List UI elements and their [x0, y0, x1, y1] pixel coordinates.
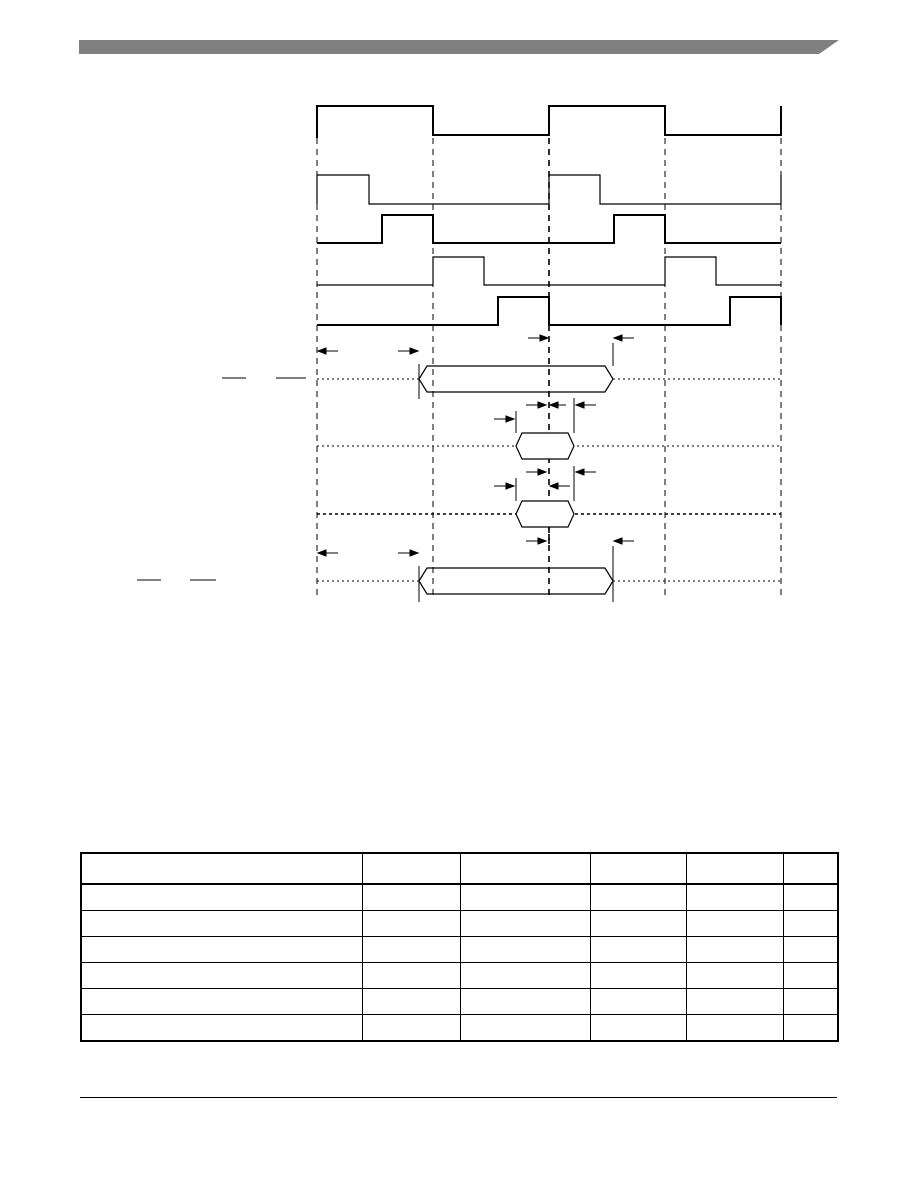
table-cell	[685, 910, 784, 937]
timing-diagram	[137, 105, 782, 602]
table-header-cell	[361, 852, 461, 885]
table-row	[80, 962, 839, 989]
table-header-cell	[685, 852, 784, 885]
table-cell	[80, 1014, 363, 1042]
table-cell	[459, 883, 591, 911]
table-row	[80, 936, 839, 963]
arrow-head	[409, 347, 420, 355]
arrow-head	[409, 549, 420, 557]
table-cell	[459, 910, 591, 937]
table-cell	[782, 1014, 839, 1042]
bus-valid-shape	[418, 567, 614, 595]
table-cell	[361, 910, 461, 937]
arrow-head	[612, 537, 623, 545]
waveform-phase-1	[316, 174, 782, 205]
arrow-head	[316, 549, 327, 557]
table-cell	[685, 988, 784, 1015]
waveform-phase-4	[317, 296, 782, 326]
bus-valid-shape	[515, 500, 575, 528]
table-cell	[80, 910, 363, 937]
arrow-head	[537, 401, 548, 409]
arrow-head	[548, 482, 559, 490]
table-cell	[80, 962, 363, 989]
table-cell	[361, 962, 461, 989]
table-cell	[361, 883, 461, 911]
bus-data-2	[317, 466, 781, 548]
bus-valid-shape	[418, 365, 614, 393]
timing-arrows	[316, 334, 634, 557]
table-cell	[459, 1014, 591, 1042]
table-cell	[589, 910, 687, 937]
footer-rule	[80, 1097, 837, 1098]
bus-control	[137, 546, 781, 602]
table-cell	[459, 936, 591, 963]
table-cell	[685, 962, 784, 989]
table-cell	[782, 936, 839, 963]
table-cell	[361, 988, 461, 1015]
arrow-head	[574, 401, 585, 409]
table-cell	[685, 936, 784, 963]
table-cell	[589, 988, 687, 1015]
arrow-head	[537, 468, 548, 476]
arrow-head	[505, 415, 516, 423]
header-bar	[79, 40, 839, 54]
arrow-head	[574, 468, 585, 476]
table-header-row	[80, 852, 839, 885]
table-cell	[459, 962, 591, 989]
table-cell	[589, 936, 687, 963]
arrow-head	[505, 482, 516, 490]
bus-data-1	[317, 398, 781, 460]
table-row	[80, 910, 839, 937]
table-row	[80, 1014, 839, 1042]
table-cell	[589, 1014, 687, 1042]
table-cell	[685, 1014, 784, 1042]
bus-valid-shape	[515, 432, 575, 460]
arrow-head	[537, 537, 548, 545]
table-header-cell	[589, 852, 687, 885]
table-cell	[80, 936, 363, 963]
table-cell	[589, 883, 687, 911]
waveform-phase-2	[317, 214, 781, 244]
table-cell	[361, 1014, 461, 1042]
spec-table	[80, 852, 839, 1042]
table-header-cell	[782, 852, 839, 885]
table-cell	[589, 962, 687, 989]
table-cell	[782, 988, 839, 1015]
table-cell	[782, 910, 839, 937]
arrow-head	[316, 347, 327, 355]
table-cell	[685, 883, 784, 911]
header-bar-shape	[79, 40, 839, 54]
table-row	[80, 883, 839, 911]
table-cell	[782, 962, 839, 989]
table-header-cell	[459, 852, 591, 885]
arrow-head	[539, 334, 550, 342]
table-cell	[80, 988, 363, 1015]
arrow-head	[612, 334, 623, 342]
waveform-clock-main	[316, 105, 782, 138]
table-row	[80, 988, 839, 1015]
table-header-cell	[80, 852, 363, 885]
bus-address	[222, 343, 781, 399]
waveform-phase-3	[317, 256, 781, 286]
table-cell	[361, 936, 461, 963]
table-cell	[459, 988, 591, 1015]
arrow-head	[548, 401, 559, 409]
table-cell	[782, 883, 839, 911]
table-cell	[80, 883, 363, 911]
